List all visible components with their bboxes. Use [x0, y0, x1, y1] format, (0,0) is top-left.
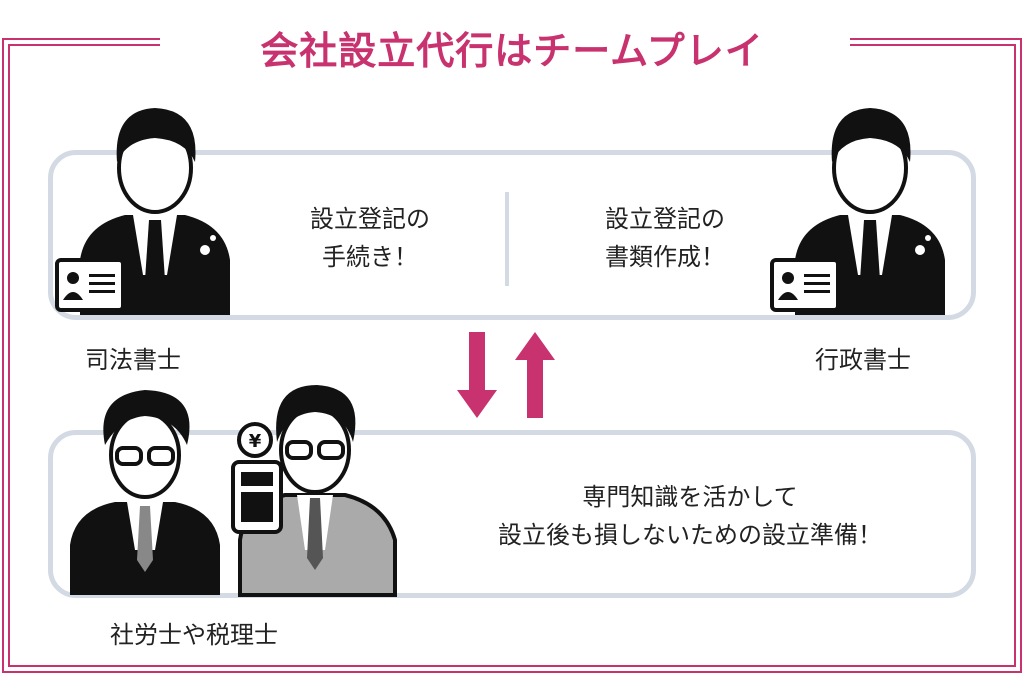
text-line: 手続き！: [322, 243, 418, 271]
top-box-divider: [505, 192, 509, 286]
specialist-task-text: 専門知識を活かして 設立後も損しないための設立準備！: [440, 478, 940, 554]
glasses-icon: [115, 446, 143, 466]
arrow-down-icon: [457, 332, 497, 418]
label-judicial-scrivener: 司法書士: [85, 346, 181, 374]
text-line: 専門知識を活かして: [582, 483, 798, 511]
label-administrative-scrivener: 行政書士: [815, 346, 911, 374]
administrative-scrivener-figure: [770, 108, 945, 315]
page-title: 会社設立代行はチームプレイ: [260, 29, 764, 73]
judicial-task-text: 設立登記の 手続き！: [270, 200, 470, 276]
text-line: 設立登記の: [605, 205, 725, 233]
yen-symbol: ¥: [249, 431, 262, 452]
title-background: [160, 20, 850, 60]
bottom-box: [48, 430, 976, 598]
text-line: 設立後も損しないための設立準備！: [498, 521, 882, 549]
label-labor-tax: 社労士や税理士: [110, 621, 278, 649]
arrow-up-icon: [515, 332, 555, 418]
tax-accountant-figure: ¥: [231, 385, 397, 597]
text-line: 書類作成！: [605, 243, 725, 271]
yen-coin-icon: [237, 422, 273, 458]
labor-tax-figures: ¥: [70, 385, 397, 597]
judicial-scrivener-figure: [55, 108, 230, 315]
labor-consultant-figure: [70, 390, 220, 595]
text-line: 設立登記の: [310, 205, 430, 233]
administrative-task-text: 設立登記の 書類作成！: [565, 200, 765, 276]
exchange-arrows-icon: [457, 332, 555, 418]
